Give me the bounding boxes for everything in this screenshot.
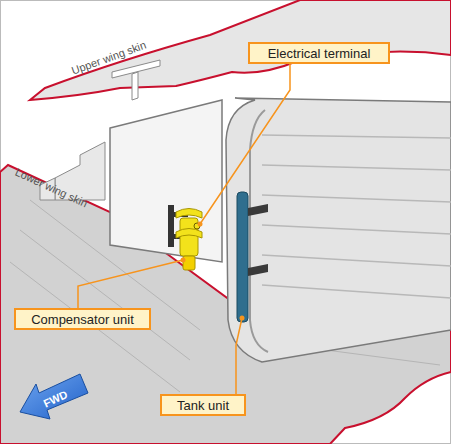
rib-line — [262, 165, 451, 170]
leader-lines — [78, 64, 290, 394]
forward-arrow — [20, 374, 88, 419]
callout-text: Compensator unit — [31, 312, 134, 327]
probe-clamp — [248, 264, 268, 276]
leader-line — [78, 260, 183, 308]
leader-dots — [181, 222, 245, 321]
compensator-unit — [168, 205, 202, 270]
callout-box: Tank unit — [160, 394, 246, 416]
leader-line — [236, 318, 242, 394]
tank-probe — [237, 192, 248, 322]
leader-dot — [198, 222, 203, 227]
spar-web — [110, 100, 222, 262]
leader-line — [200, 64, 290, 224]
compensator-probe — [183, 256, 195, 270]
callout-text: Tank unit — [177, 398, 229, 413]
compensator-clamp — [176, 209, 202, 219]
rib-web — [226, 98, 451, 362]
upper-stringer — [112, 60, 160, 100]
bracket — [168, 205, 174, 247]
callout-text: Electrical terminal — [268, 46, 371, 61]
rib-line — [262, 225, 451, 234]
leader-dot — [240, 316, 245, 321]
rib-line — [262, 195, 451, 202]
tank-unit — [237, 192, 268, 322]
leader-dot — [181, 258, 186, 263]
rib-line — [262, 255, 451, 266]
probe-clamp — [248, 204, 268, 216]
upper-wing-skin — [30, 0, 451, 100]
callout-box: Compensator unit — [14, 308, 151, 330]
rib-line — [262, 135, 451, 138]
callout-box: Electrical terminal — [248, 42, 390, 64]
rib-stiffeners — [262, 135, 451, 298]
stringer-web — [132, 72, 138, 100]
rib-line — [262, 285, 451, 298]
compensator-clamp — [176, 229, 202, 239]
